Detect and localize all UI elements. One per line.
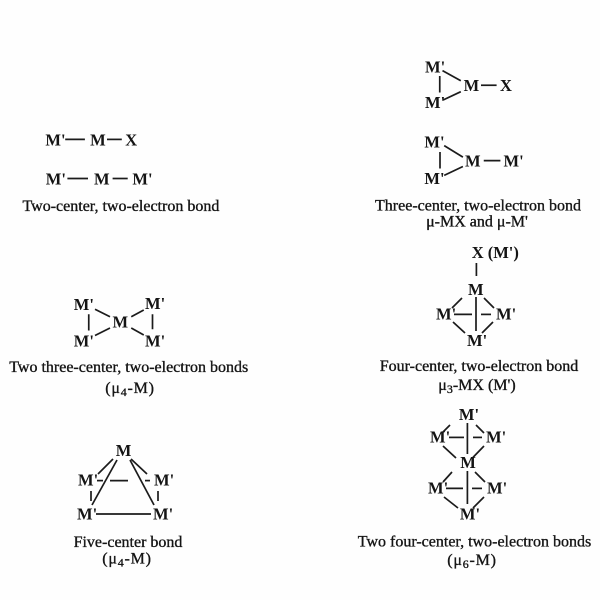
svg-text:Two-center, two-electron bond: Two-center, two-electron bond	[23, 198, 220, 215]
svg-text:M': M'	[153, 505, 173, 524]
svg-text:Four-center, two-electron bond: Four-center, two-electron bond	[380, 358, 579, 375]
svg-text:M': M'	[467, 331, 487, 350]
svg-text:M': M'	[460, 505, 480, 524]
svg-text:M: M	[465, 152, 481, 171]
svg-text:M': M'	[46, 170, 66, 189]
svg-text:M': M'	[145, 294, 165, 313]
svg-text:(μ4-M): (μ4-M)	[102, 551, 152, 570]
svg-text:M': M'	[459, 405, 479, 424]
svg-text:M': M'	[428, 479, 448, 498]
svg-text:Two three-center, two-electron: Two three-center, two-electron bonds	[9, 359, 248, 376]
svg-text:Two four-center, two-electron: Two four-center, two-electron bonds	[358, 534, 591, 551]
svg-text:μ3-MX (M'): μ3-MX (M')	[438, 377, 515, 396]
svg-text:M': M'	[425, 57, 445, 76]
svg-text:M': M'	[504, 152, 524, 171]
svg-text:Five-center bond: Five-center bond	[74, 534, 183, 551]
svg-text:M': M'	[436, 305, 456, 324]
svg-text:M': M'	[496, 305, 516, 324]
svg-text:M': M'	[145, 331, 165, 350]
svg-text:M': M'	[45, 130, 65, 149]
svg-text:M: M	[116, 441, 132, 460]
svg-text:X: X	[500, 76, 512, 95]
svg-text:M': M'	[78, 471, 98, 490]
svg-text:M': M'	[487, 479, 507, 498]
svg-text:M: M	[94, 170, 110, 189]
svg-text:M: M	[90, 130, 106, 149]
svg-text:M': M'	[425, 93, 445, 112]
svg-text:M': M'	[154, 471, 174, 490]
svg-text:μ-MX and μ-M': μ-MX and μ-M'	[426, 214, 528, 231]
svg-text:(μ6-M): (μ6-M)	[447, 552, 497, 571]
svg-text:M': M'	[74, 331, 94, 350]
svg-text:M: M	[464, 76, 480, 95]
svg-text:(μ4-M): (μ4-M)	[105, 380, 155, 399]
svg-text:M': M'	[486, 428, 506, 447]
svg-text:M: M	[468, 280, 484, 299]
svg-text:M': M'	[74, 295, 94, 314]
svg-text:M: M	[113, 313, 129, 332]
svg-text:M': M'	[424, 133, 444, 152]
svg-text:X: X	[125, 130, 137, 149]
svg-text:M': M'	[424, 169, 444, 188]
svg-text:X (M'): X (M')	[472, 243, 519, 262]
svg-text:M': M'	[132, 170, 152, 189]
svg-text:Three-center, two-electron bon: Three-center, two-electron bond	[375, 197, 581, 214]
svg-text:M': M'	[430, 428, 450, 447]
svg-text:M: M	[460, 453, 476, 472]
svg-text:M': M'	[77, 505, 97, 524]
